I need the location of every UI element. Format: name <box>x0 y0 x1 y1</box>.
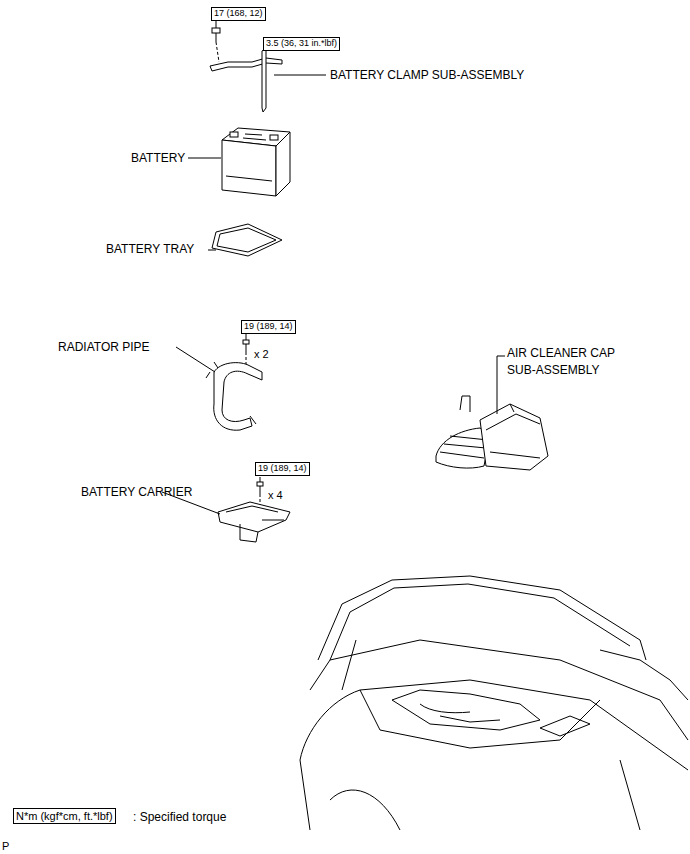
vehicle-front <box>300 576 688 830</box>
torque-value: 3.5 (36, 31 in.*lbf) <box>266 38 337 48</box>
part-label: RADIATOR PIPE <box>58 339 150 356</box>
torque-value: 19 (189, 14) <box>244 321 293 331</box>
part-label: x 2 <box>254 346 269 363</box>
battery <box>188 128 290 196</box>
part-label: x 4 <box>268 487 283 504</box>
torque-box: 3.5 (36, 31 in.*lbf) <box>263 37 340 51</box>
clamp-bolt <box>212 21 220 62</box>
part-label: P <box>2 838 9 854</box>
radiator-pipe <box>176 334 262 430</box>
part-label: AIR CLEANER CAP SUB-ASSEMBLY <box>507 345 632 379</box>
torque-box: 19 (189, 14) <box>241 320 296 334</box>
torque-box: 19 (189, 14) <box>255 462 310 476</box>
part-label: BATTERY CLAMP SUB-ASSEMBLY <box>330 67 524 84</box>
part-label: BATTERY CARRIER <box>81 484 192 501</box>
torque-unit-box: N*m (kgf*cm, ft.*lbf) <box>13 808 116 824</box>
part-label: BATTERY TRAY <box>106 241 194 258</box>
torque-value: 19 (189, 14) <box>258 463 307 473</box>
battery-tray <box>208 224 282 256</box>
part-label: : Specified torque <box>133 809 226 826</box>
battery-clamp <box>210 44 326 112</box>
torque-box: 17 (168, 12) <box>211 7 266 21</box>
torque-value: 17 (168, 12) <box>214 8 263 18</box>
torque-value: N*m (kgf*cm, ft.*lbf) <box>16 810 113 822</box>
part-label: BATTERY <box>131 150 185 167</box>
